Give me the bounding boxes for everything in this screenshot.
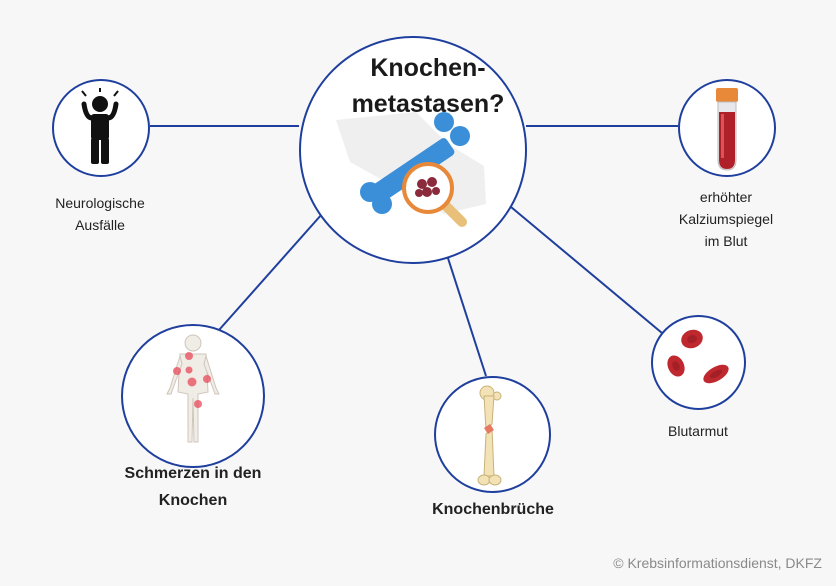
- connector-fractures: [445, 251, 487, 377]
- connector-pain: [218, 213, 323, 331]
- center-title-line2: metastasen?: [351, 90, 505, 118]
- fractures-label: Knochenbrüche: [393, 496, 593, 523]
- fractured-bone-icon: [477, 385, 502, 486]
- pain-label: Schmerzen in den Knochen: [93, 460, 293, 514]
- fractures-label-line1: Knochenbrüche: [432, 501, 554, 518]
- center-title-line1: Knochen-: [370, 54, 486, 82]
- body-pain-icon: [166, 334, 220, 443]
- neurological-label-line2: Ausfälle: [75, 217, 125, 233]
- anemia-circle: [651, 315, 746, 410]
- pain-label-line1: Schmerzen in den: [124, 465, 262, 482]
- bone-magnifier-icon: [336, 112, 486, 227]
- neurological-label-line1: Neurologische: [55, 195, 145, 211]
- anemia-label-line1: Blutarmut: [668, 423, 728, 439]
- calcium-label-line1: erhöhter: [699, 189, 753, 205]
- connector-anemia: [510, 206, 663, 334]
- person-distress-icon: [81, 88, 119, 164]
- neurological-label: Neurologische Ausfälle: [20, 192, 180, 236]
- copyright-credit: © Krebsinformationsdienst, DKFZ: [613, 555, 822, 571]
- center-title: Knochen- metastasen?: [330, 50, 526, 122]
- blood-tube-icon: [716, 88, 738, 171]
- calcium-label-line3: im Blut: [704, 233, 748, 249]
- red-blood-cells-icon: [667, 329, 729, 384]
- calcium-label-line2: Kalziumspiegel: [678, 211, 774, 227]
- anemia-label: Blutarmut: [618, 420, 778, 442]
- pain-label-line2: Knochen: [158, 492, 228, 509]
- calcium-label: erhöhter Kalziumspiegel im Blut: [646, 186, 806, 252]
